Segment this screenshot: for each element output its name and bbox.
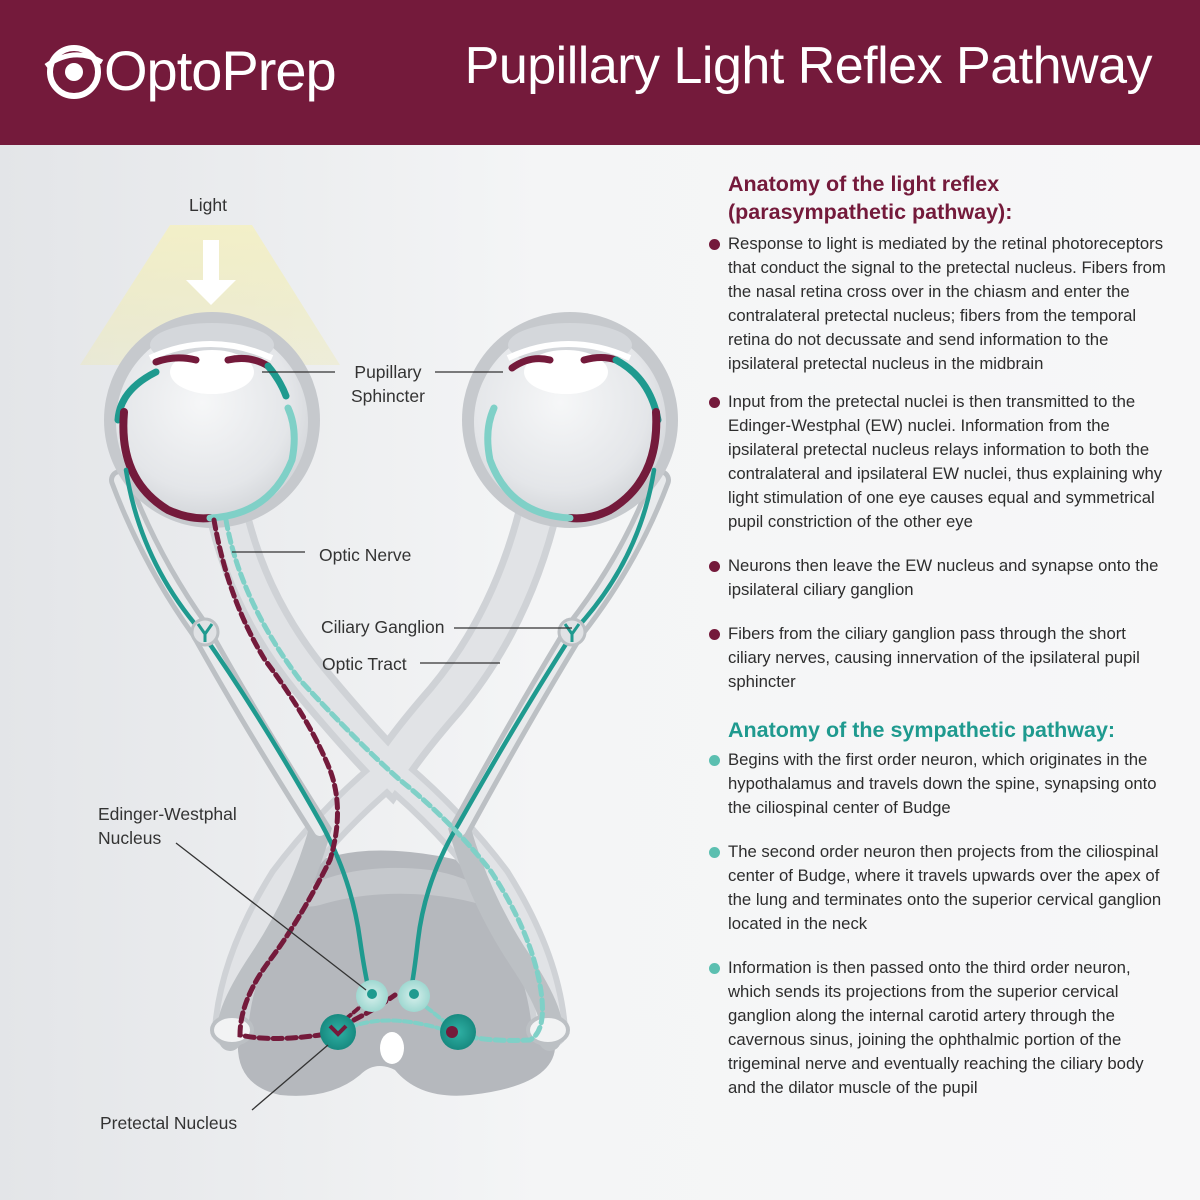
bullet-icon bbox=[709, 239, 720, 250]
bullet-icon bbox=[709, 629, 720, 640]
pretectal-nuclei bbox=[320, 1014, 476, 1050]
left-pupillary-sphincter bbox=[152, 354, 200, 366]
right-pupillary-sphincter bbox=[508, 355, 554, 372]
label-optic-nerve: Optic Nerve bbox=[319, 545, 412, 565]
parasympathetic-title: Anatomy of the light reflex (parasympath… bbox=[728, 172, 1013, 224]
label-pretectal-nucleus: Pretectal Nucleus bbox=[100, 1113, 238, 1133]
list-item: Begins with the first order neuron, whic… bbox=[708, 748, 1168, 820]
list-item: The second order neuron then projects fr… bbox=[708, 840, 1168, 936]
label-light: Light bbox=[189, 195, 227, 215]
bullet-icon bbox=[709, 755, 720, 766]
page-title: Pupillary Light Reflex Pathway bbox=[464, 37, 1153, 95]
parasympathetic-section: Anatomy of the light reflex (parasympath… bbox=[708, 170, 1168, 694]
list-item-text: Response to light is mediated by the ret… bbox=[728, 234, 1166, 373]
eye-logo-icon bbox=[44, 45, 104, 99]
sympathetic-title: Anatomy of the sympathetic pathway: bbox=[728, 718, 1116, 742]
logo: OptoPrep bbox=[44, 34, 337, 106]
list-item: Fibers from the ciliary ganglion pass th… bbox=[708, 622, 1168, 694]
parasympathetic-list: Response to light is mediated by the ret… bbox=[708, 232, 1168, 694]
text-column: Anatomy of the light reflex (parasympath… bbox=[708, 170, 1168, 1114]
ciliary-ganglia bbox=[190, 617, 587, 647]
list-item: Response to light is mediated by the ret… bbox=[708, 232, 1168, 376]
bullet-icon bbox=[709, 963, 720, 974]
sympathetic-list: Begins with the first order neuron, whic… bbox=[708, 748, 1168, 1100]
logo-text: OptoPrep bbox=[104, 38, 337, 102]
list-item-text: Neurons then leave the EW nucleus and sy… bbox=[728, 556, 1159, 599]
pathway-diagram bbox=[80, 225, 678, 1111]
light-arrow-icon bbox=[186, 240, 236, 305]
list-item-text: The second order neuron then projects fr… bbox=[728, 842, 1162, 933]
list-item-text: Input from the pretectal nuclei is then … bbox=[728, 392, 1163, 531]
list-item-text: Information is then passed onto the thir… bbox=[728, 958, 1144, 1097]
right-eye bbox=[462, 312, 678, 528]
list-item: Input from the pretectal nuclei is then … bbox=[708, 390, 1168, 534]
sympathetic-section: Anatomy of the sympathetic pathway: Begi… bbox=[708, 716, 1168, 1100]
bullet-icon bbox=[709, 561, 720, 572]
bullet-icon bbox=[709, 397, 720, 408]
sympathetic-afferent-dashed bbox=[223, 517, 545, 1043]
header-banner: OptoPrep Pupillary Light Reflex Pathway bbox=[0, 0, 1200, 145]
list-item: Information is then passed onto the thir… bbox=[708, 956, 1168, 1100]
label-pupillary-sphincter: Pupillary Sphincter bbox=[351, 362, 425, 406]
list-item-text: Fibers from the ciliary ganglion pass th… bbox=[728, 624, 1140, 691]
parasympathetic-afferent-dashed bbox=[211, 517, 398, 1041]
label-ciliary-ganglion: Ciliary Ganglion bbox=[321, 617, 445, 637]
label-ew-nucleus: Edinger-Westphal Nucleus bbox=[98, 804, 237, 848]
left-eye bbox=[104, 312, 320, 528]
bullet-icon bbox=[709, 847, 720, 858]
list-item: Neurons then leave the EW nucleus and sy… bbox=[708, 554, 1168, 602]
label-optic-tract: Optic Tract bbox=[322, 654, 407, 674]
list-item-text: Begins with the first order neuron, whic… bbox=[728, 750, 1157, 817]
